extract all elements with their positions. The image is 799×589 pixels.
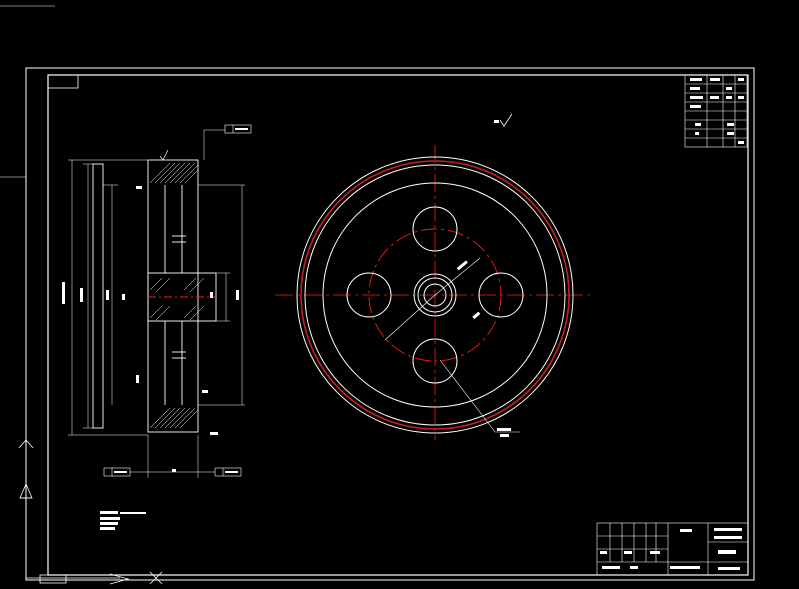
ucs-icon xyxy=(18,439,120,584)
arrow-icon xyxy=(109,571,163,585)
bore-hole xyxy=(423,283,447,307)
inner-frame xyxy=(47,74,749,576)
lightening-hole xyxy=(412,338,458,384)
title-block xyxy=(596,522,749,576)
gear-section-view xyxy=(68,129,245,478)
front-dimension-labels xyxy=(456,260,511,437)
section-dimension-labels xyxy=(62,186,239,472)
lightening-hole xyxy=(412,206,458,252)
gear-parameter-table xyxy=(684,74,748,148)
lightening-hole xyxy=(346,272,392,318)
technical-notes xyxy=(100,511,146,530)
outer-frame xyxy=(25,67,755,581)
geometric-tolerance-frames xyxy=(103,124,252,477)
corner-box xyxy=(47,74,79,89)
pitch-circle xyxy=(300,160,570,430)
gear-front-view xyxy=(275,145,592,440)
roughness-symbol xyxy=(494,113,513,127)
hole-pitch-circle xyxy=(368,228,502,362)
lightening-hole xyxy=(478,272,524,318)
